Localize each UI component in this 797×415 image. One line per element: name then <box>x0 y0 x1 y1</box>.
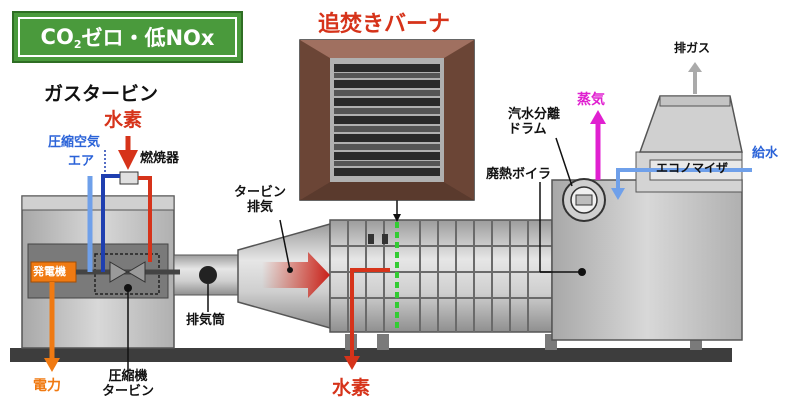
feed-water-label: 給水 <box>752 146 779 161</box>
exhaust-duct-label: 排気筒 <box>186 313 226 328</box>
base-platform <box>10 348 732 362</box>
hydrogen-bottom-label: 水素 <box>332 377 371 399</box>
hydrogen-line-burner <box>350 268 390 360</box>
exhaust-stack <box>659 95 731 107</box>
combustor-label: 燃焼器 <box>140 151 180 166</box>
generator-label: 発電機 <box>33 265 66 278</box>
hydrogen-line-combustor <box>138 176 152 262</box>
burner-rows-light <box>334 73 440 166</box>
compressor-turbine-label: 圧縮機 タービン <box>102 369 155 399</box>
burner-title: 追焚きバーナ <box>318 12 451 37</box>
steam-arrowhead <box>590 110 606 124</box>
feed-water-line <box>616 168 752 192</box>
boiler-body <box>329 219 553 333</box>
power-arrowhead <box>44 358 60 372</box>
boiler-port <box>368 234 374 244</box>
air-label: エア <box>68 154 95 169</box>
exhaust-gas-arrowhead <box>688 62 702 72</box>
leader-drum <box>555 137 573 187</box>
waste-heat-boiler-label: 廃熱ボイラ <box>486 167 552 182</box>
turbine-exhaust-arrow <box>262 252 330 298</box>
leader-turbine-exhaust <box>279 219 291 271</box>
gas-turbine-label: ガスタービン <box>44 83 159 105</box>
economizer-label: エコノマイザ <box>656 161 729 175</box>
steam-label: 蒸気 <box>577 92 605 108</box>
burner-panel-bevel <box>300 40 330 200</box>
burner-rows <box>334 64 440 176</box>
badge-co: CO <box>40 25 74 49</box>
combustor-box <box>119 171 139 185</box>
hydrogen-top-label: 水素 <box>104 109 143 131</box>
badge-subscript: 2 <box>73 37 82 51</box>
feed-water-arrowhead <box>611 188 625 200</box>
burner-panel-bevel <box>300 40 474 58</box>
burner-panel-bevel <box>300 182 474 200</box>
boiler-port <box>382 234 388 244</box>
burner-panel-bevel <box>444 40 474 200</box>
exhaust-gas-label: 排ガス <box>674 41 711 55</box>
badge-rest: ゼロ・低NOx <box>81 26 215 50</box>
turbine-exhaust-label: タービン 排気 <box>234 185 287 215</box>
exhaust-duct-flange <box>199 266 217 284</box>
compressed-air-label: 圧縮空気 <box>48 135 101 150</box>
leader-burner-head <box>393 214 401 222</box>
steam-drum-band <box>575 194 593 206</box>
turbine-icon <box>127 261 146 283</box>
compressed-air-line <box>101 174 120 272</box>
power-label: 電力 <box>33 378 61 394</box>
hydrogen-arrowhead-bottom <box>344 356 360 370</box>
boiler-ribs <box>330 220 552 332</box>
compressor-icon <box>109 261 128 283</box>
base-leg <box>377 334 389 350</box>
turbine-housing-top <box>21 195 175 211</box>
steam-drum-label: 汽水分離 ドラム <box>508 107 561 137</box>
